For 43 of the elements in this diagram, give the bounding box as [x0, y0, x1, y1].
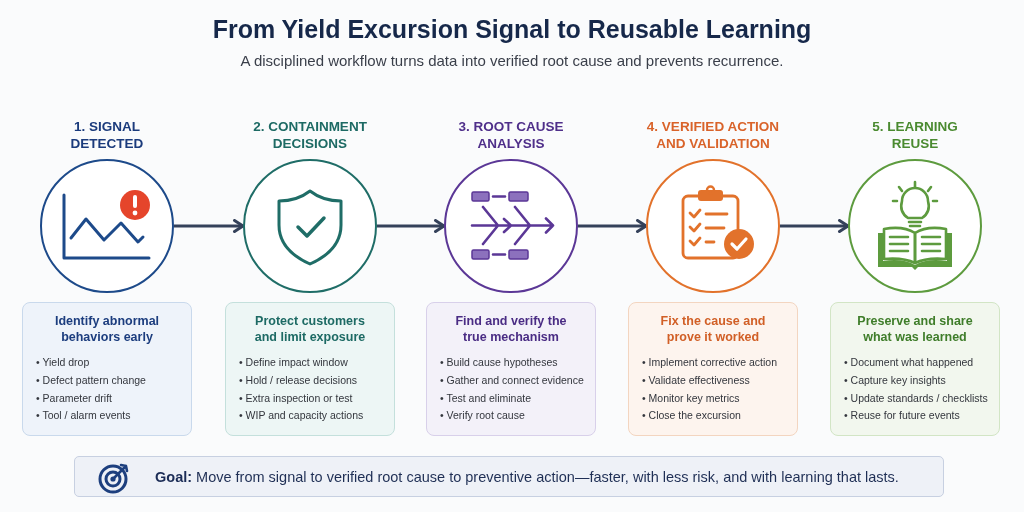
- card-heading: Identify abnormal behaviors early: [54, 314, 160, 345]
- list-item: • Parameter drift: [36, 390, 113, 406]
- list-item: • Monitor key metrics: [642, 390, 740, 406]
- list-item: • Tool / alarm events: [36, 408, 131, 424]
- list-item: • Define impact window: [239, 355, 348, 370]
- step-heading: 5. LEARNING REUSE: [871, 118, 959, 152]
- list-item: • Verify root cause: [440, 408, 525, 424]
- step-card: [628, 302, 798, 436]
- list-item: • Hold / release decisions: [239, 372, 358, 388]
- list-item: • Yield drop: [36, 355, 90, 370]
- card-heading: Protect customers and limit exposure: [254, 314, 366, 345]
- list-item: • Close the excursion: [642, 408, 741, 424]
- arrow: [578, 219, 648, 233]
- list-item: • Validate effectiveness: [642, 372, 750, 388]
- list-item: • Capture key insights: [844, 372, 946, 388]
- list-item: • Build cause hypotheses: [440, 355, 558, 370]
- list-item: • Document what happened: [844, 355, 974, 370]
- list-item: • Defect pattern change: [36, 372, 146, 388]
- arrow: [780, 219, 850, 233]
- subtitle: A disciplined workflow turns data into verified root cause and prevents recurrence.: [240, 52, 784, 70]
- list-item: • Test and eliminate: [440, 390, 532, 406]
- list-item: • Reuse for future events: [844, 408, 960, 424]
- list-item: • Implement corrective action: [642, 355, 777, 370]
- step-heading: 4. VERIFIED ACTION AND VALIDATION: [646, 118, 780, 152]
- arrow: [377, 219, 446, 233]
- step-card: [22, 302, 192, 436]
- card-heading: Fix the cause and prove it worked: [660, 314, 766, 345]
- list-item: • Update standards / checklists: [844, 390, 988, 406]
- step-heading: 1. SIGNAL DETECTED: [70, 118, 144, 152]
- list-item: • Gather and connect evidence: [440, 372, 584, 388]
- card-heading: Find and verify the true mechanism: [454, 314, 568, 345]
- list-item: • WIP and capacity actions: [239, 408, 364, 424]
- list-item: • Extra inspection or test: [239, 390, 353, 406]
- goal-banner: [74, 456, 944, 497]
- step-card: [830, 302, 1000, 436]
- step-card: [225, 302, 395, 436]
- step-heading: 2. CONTAINMENT DECISIONS: [252, 118, 368, 152]
- step-heading: 3. ROOT CAUSE ANALYSIS: [457, 118, 565, 152]
- goal-text: Goal: Move from signal to verified root cause to preventive action—faster, with less risk, and with learning that lasts.: [155, 467, 899, 486]
- arrow: [174, 219, 245, 233]
- title: From Yield Excursion Signal to Reusable Learning: [212, 15, 812, 44]
- card-heading: Preserve and share what was learned: [856, 314, 974, 345]
- step-card: [426, 302, 596, 436]
